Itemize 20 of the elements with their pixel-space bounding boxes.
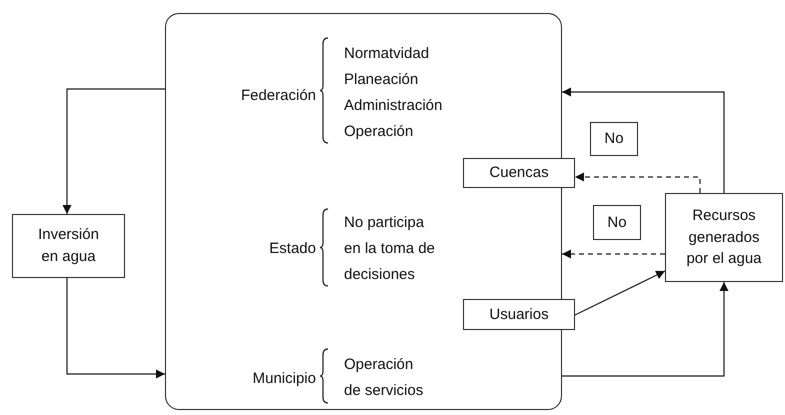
arrow — [562, 88, 725, 193]
text-box: Cuencas — [463, 158, 575, 188]
rounded-panel — [165, 13, 562, 410]
tier-label: Estado — [268, 239, 316, 259]
text-box: Inversión en agua — [12, 214, 125, 278]
function-list: Operación de servicios — [344, 352, 429, 404]
arrow — [562, 250, 665, 258]
text-box: Usuarios — [463, 299, 575, 330]
arrow — [62, 88, 165, 214]
text-box: Recursos generados por el agua — [665, 193, 783, 282]
arrow — [575, 172, 701, 193]
text-box: No — [593, 205, 641, 240]
arrow — [574, 270, 666, 316]
function-list: No participa en la toma de decisiones — [344, 210, 444, 288]
tier-label: Federación — [240, 86, 316, 106]
arrow — [562, 282, 728, 377]
tier-label: Municipio — [252, 369, 316, 389]
text-box: No — [590, 122, 638, 156]
function-list: Normatvidad Planeación Administración Operación — [344, 41, 459, 145]
arrow — [66, 278, 165, 378]
